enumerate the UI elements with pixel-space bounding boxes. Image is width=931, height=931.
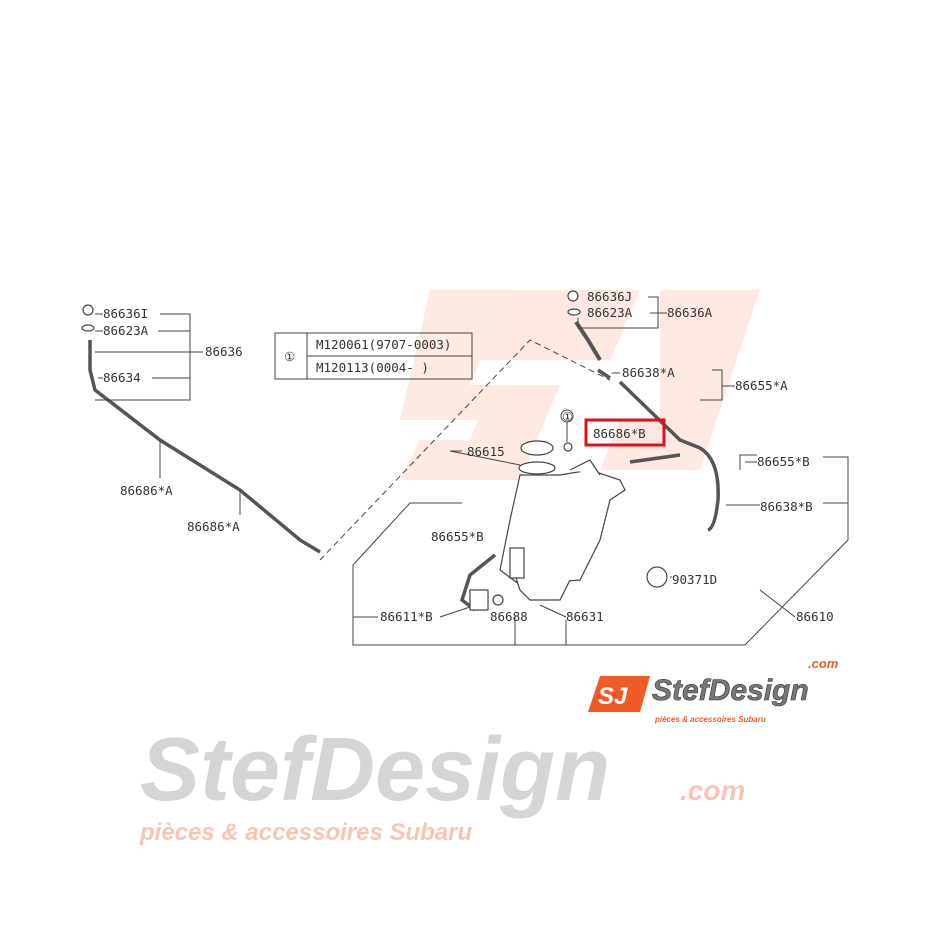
watermark-text: StefDesign .com pièces & accessoires Sub…: [139, 720, 745, 846]
label-86686A-2: 86686*A: [187, 519, 240, 534]
label-86636J: 86636J: [587, 289, 632, 304]
watermark-brand: StefDesign: [140, 720, 610, 820]
label-86610: 86610: [796, 609, 834, 624]
label-90371D: 90371D: [672, 572, 717, 587]
label-86634: 86634: [103, 370, 141, 385]
watermark: [400, 290, 760, 480]
watermark-tagline: pièces & accessoires Subaru: [139, 819, 473, 846]
right-hose-assembly: [567, 290, 760, 532]
label-86636I: 86636I: [103, 306, 148, 321]
logo-brand: StefDesign: [652, 674, 809, 707]
label-86686B[interactable]: 86686*B: [593, 426, 646, 441]
table-marker: ①: [284, 349, 295, 364]
label-86638A: 86638*A: [622, 365, 675, 380]
label-86655B-left: 86655*B: [431, 529, 484, 544]
label-86615: 86615: [467, 444, 505, 459]
label-86631: 86631: [566, 609, 604, 624]
callout-marker: ①: [562, 409, 573, 424]
label-86636: 86636: [205, 344, 243, 359]
washer-pump: [459, 553, 668, 612]
table-row-1: M120061(9707-0003): [316, 337, 451, 352]
label-86655A: 86655*A: [735, 378, 788, 393]
label-86688: 86688: [490, 609, 528, 624]
variant-table: [274, 332, 473, 380]
label-86638B: 86638*B: [760, 499, 813, 514]
washer-tank: [449, 409, 626, 601]
left-hose-assembly: [81, 304, 321, 554]
label-86611B: 86611*B: [380, 609, 433, 624]
label-86623A-left: 86623A: [103, 323, 149, 338]
table-row-2: M120113(0004- ): [316, 360, 429, 375]
label-86623A-right: 86623A: [587, 305, 633, 320]
stefdesign-logo: SJ StefDesign .com pièces & accessoires …: [588, 656, 839, 724]
logo-tagline: pièces & accessoires Subaru: [654, 715, 766, 724]
highlight-box: [584, 418, 666, 447]
label-86686A-1: 86686*A: [120, 483, 173, 498]
logo-mark: SJ: [598, 683, 628, 710]
label-86636A: 86636A: [667, 305, 713, 320]
label-86655B-right: 86655*B: [757, 454, 810, 469]
logo-domain: .com: [808, 656, 839, 671]
watermark-domain: .com: [680, 775, 745, 806]
